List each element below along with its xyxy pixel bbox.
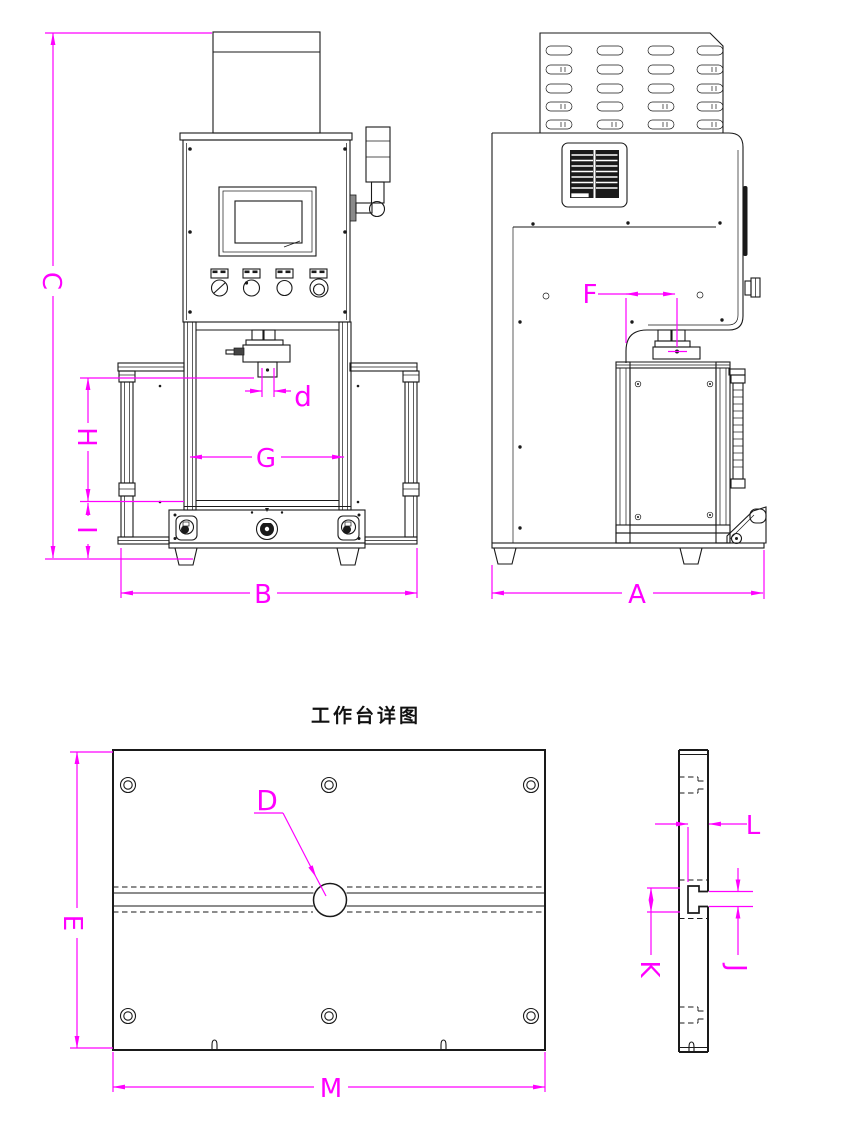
base-cabinet	[168, 508, 366, 566]
dim-F: F	[583, 280, 687, 353]
clamp-right	[337, 515, 360, 541]
dim-label-d: d	[294, 380, 312, 413]
dim-J: J	[709, 868, 753, 972]
dim-label-M: M	[320, 1074, 342, 1104]
foot-pedal	[726, 506, 767, 545]
control-knobs	[210, 268, 329, 298]
dim-label-C: C	[36, 272, 66, 290]
foot-right	[336, 547, 360, 566]
edge-notch-right	[440, 1039, 447, 1050]
door-handle	[743, 186, 748, 256]
section-edge-notch	[688, 1041, 695, 1052]
side-foot-rear	[493, 547, 517, 565]
hidden-counterbore-bottom	[679, 1006, 708, 1024]
side-view	[491, 32, 767, 565]
dim-label-H: H	[71, 427, 101, 447]
dim-M: M	[112, 1052, 546, 1104]
dim-H: H	[71, 377, 254, 503]
frame-side	[615, 361, 731, 544]
dim-label-E: E	[57, 915, 87, 931]
dim-G: G	[189, 444, 345, 474]
dim-L: L	[655, 811, 761, 882]
dimensions-worktable: E M D L K	[57, 751, 761, 1104]
dim-label-B: B	[254, 580, 272, 610]
t-slot-top	[113, 886, 545, 913]
dimensions-side: F A	[491, 280, 765, 610]
dim-D: D	[254, 784, 327, 897]
dim-label-D: D	[256, 784, 278, 817]
clamp-left	[175, 515, 198, 541]
dim-I: I	[71, 502, 101, 559]
center-hole	[312, 882, 348, 918]
dim-label-L: L	[746, 811, 761, 841]
dim-C: C	[36, 32, 212, 560]
dim-label-A: A	[628, 580, 646, 610]
worktable-top-view	[112, 749, 546, 1051]
light-curtain-side	[728, 368, 746, 489]
dim-d: d	[245, 368, 312, 413]
tower-light	[349, 126, 391, 222]
center-knob	[255, 517, 279, 541]
selector-knob-1	[210, 268, 229, 297]
light-curtain-right	[349, 362, 420, 545]
dim-label-I: I	[71, 526, 101, 534]
section-plate	[678, 749, 709, 1053]
selector-knob-2	[242, 268, 261, 297]
side-body	[491, 132, 744, 543]
dim-label-J: J	[721, 962, 751, 972]
dim-E: E	[57, 751, 113, 1049]
side-foot-front	[679, 547, 703, 565]
selector-knob-3	[275, 268, 294, 297]
worktable-section-view	[678, 749, 709, 1053]
dim-label-F: F	[583, 280, 598, 310]
vent-slots	[545, 45, 724, 130]
side-base	[491, 542, 765, 565]
dim-A: A	[491, 550, 765, 610]
emergency-stop-button	[309, 268, 329, 298]
dim-K: K	[634, 887, 680, 978]
hidden-counterbore-top	[679, 776, 708, 794]
machine-head	[179, 132, 353, 323]
t-slot-section	[679, 879, 708, 919]
drawing-title: 工作台详图	[311, 704, 421, 727]
vent-panel	[539, 32, 724, 133]
touchscreen-panel	[218, 186, 317, 257]
frame-screws	[634, 380, 714, 521]
dim-label-G: G	[256, 444, 276, 474]
counterbore-holes	[119, 776, 540, 1025]
edge-notch-left	[211, 1039, 218, 1050]
fan-grille	[561, 142, 628, 208]
dim-label-K: K	[634, 960, 664, 978]
front-view	[117, 31, 420, 566]
dimensions-front: C H I G d	[36, 32, 418, 610]
table-plate	[112, 749, 546, 1051]
side-connector-knob	[744, 277, 761, 298]
dim-B: B	[120, 548, 418, 610]
